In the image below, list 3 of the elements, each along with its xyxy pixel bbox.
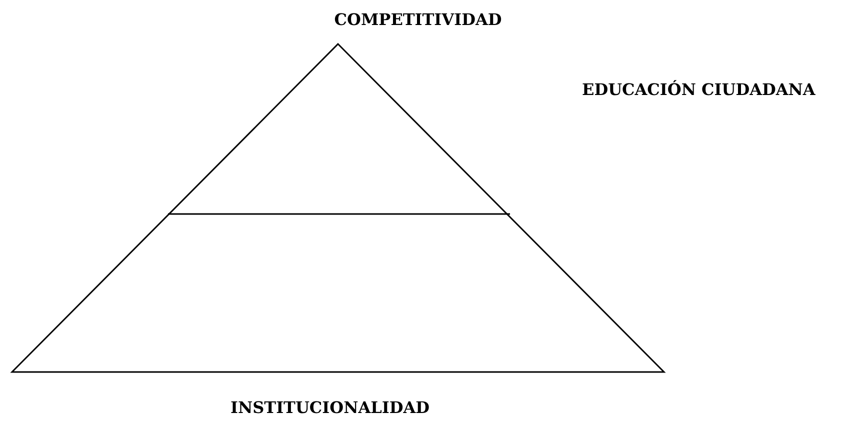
level-label: COMPETITIVIDAD — [334, 10, 502, 29]
level-label: INSTITUCIONALIDAD — [230, 398, 430, 417]
level-label: EDUCACIÓN CIUDADANA — [582, 80, 816, 99]
